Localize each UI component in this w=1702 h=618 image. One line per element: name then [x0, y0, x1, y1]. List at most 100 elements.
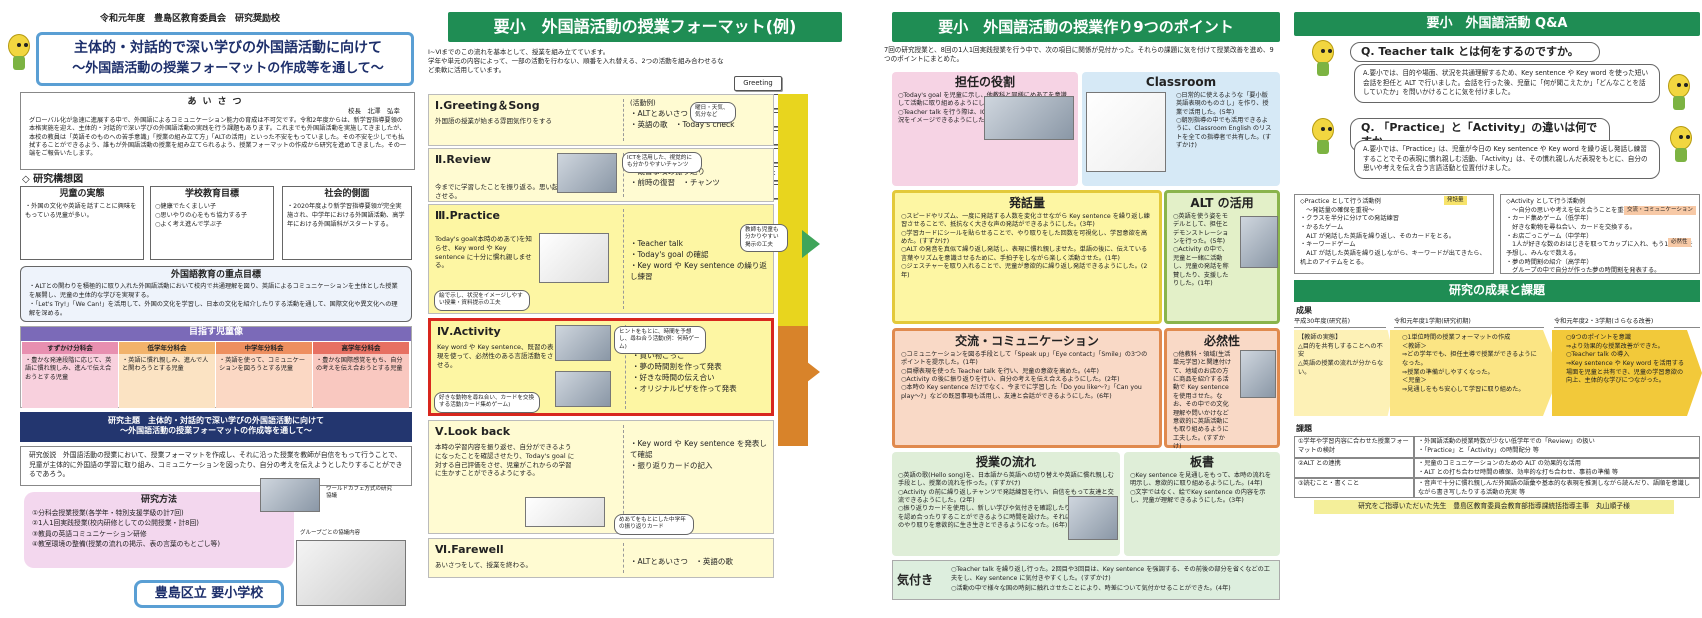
school-goal-text: ○健康でたくましい子 ○思いやりの心をもち協力する子 ○よく考え進んで学ぶ子 [155, 203, 248, 228]
results-heading: 成果 [1296, 306, 1312, 315]
school-goal-box: 学校教育目標 ○健康でたくましい子 ○思いやりの心をもち協力する子 ○よく考え進… [150, 186, 274, 260]
greeting-box: あいさつ 校長 北澤 弘幸 グローバル化が急速に進展する中で、外国語によるコミュ… [20, 92, 415, 170]
grade-text: ・英語に慣れ親しみ、進んで人と関わろうとする児童 [122, 357, 209, 373]
mascot-illustration [1668, 126, 1694, 162]
supheader: 令和元年度 豊島区教育委員会 研究奨励校 [100, 14, 281, 24]
grade-heading: 低学年分科会 [119, 342, 215, 354]
research-theme: 研究主題 主体的・対話的で深い学びの外国語活動に向けて [108, 416, 324, 425]
section-heading: 交流・コミュニケーション [955, 334, 1099, 348]
format-row-desc: 今までに学習したことを振り返る。思い起こさせる。 [435, 183, 565, 200]
arrow-icon [802, 230, 820, 258]
photo-caption: ワールドカフェ方式の研究協議 [326, 486, 393, 499]
issue-label: ③読むこと・書くこと [1294, 478, 1414, 498]
mascot-illustration [1666, 74, 1692, 110]
callout-bubble: ICTを活用した、視覚的にも分かりやすいチャンツ [622, 152, 702, 173]
format-row-desc: 本時の学習内容を振り返せ、自分ができるようになったことを確認させたり、Today… [435, 443, 575, 478]
callout-bubble: 絵で示し、状況をイメージしやすい授業・資料提示の工夫 [434, 290, 530, 311]
format-row-lookback: Ⅴ.Look back 本時の学習内容を振り返せ、自分ができるようになったことを… [428, 420, 774, 534]
issue-detail: ・外国語活動の授業時数が少ない低学年での「Review」の扱い ・「Practi… [1414, 436, 1700, 458]
section-text: ○日常的に使えるような「要小版 英語表現のものさし」を作り、授業で活用した。(5… [1176, 92, 1272, 150]
callout-bubble: 好きな動物を尋ね合い、カードを交換する活動(カード集めゲーム) [434, 392, 540, 413]
format-row-heading: Ⅳ.Activity [437, 325, 501, 338]
social-aspect-box: 社会的側面 ・2020年度より新学習指導要領が完全実施され、中学年における外国語… [282, 186, 412, 260]
insights-heading: 気付き [897, 573, 934, 587]
examples-heading: (活動例) [630, 99, 656, 107]
format-row-farewell: Ⅵ.Farewell あいさつをして、授業を終わる。 ・ALTとあいさつ ・英語… [428, 538, 774, 578]
format-intro: Ⅰ~Ⅵまでのこの流れを基本として、授業を組み立てています。 学年や単元の内容によ… [428, 48, 728, 74]
arrow-icon [802, 358, 820, 386]
photo-alt [1240, 216, 1278, 268]
main-subtitle: ～外国語活動の授業フォーマットの作成等を通して～ [72, 61, 384, 76]
format-row-examples-text: ・ALTとあいさつ ・英語の歌 ・Today's check [630, 108, 735, 129]
format-row-examples: ・買い物ごっこ ・夢の時間割を作って発表 ・好きな時間の伝え合い ・オリジナルピ… [625, 325, 775, 409]
callout-bubble: ヒントをもとに、時間を予想し、尋ね合う活動(例：何時ゲーム) [614, 326, 706, 354]
photo-discussion [260, 478, 320, 512]
section-text: ○Key sentence を見通しをもって、本時の流れを明示し、意欲的に取り組… [1130, 472, 1272, 505]
page-nine-points: 要小 外国語活動の授業作り9つのポイント 7回の研究授業と、8回の1人1回実践授… [864, 0, 1290, 618]
photo-english-ruler [1086, 92, 1166, 172]
format-row-heading: Ⅲ.Practice [435, 209, 501, 222]
photo-activity [555, 371, 611, 407]
phase-box [1294, 330, 1398, 416]
issue-label: ①学年や学習内容に合わせた授業フォーマットの検討 [1294, 436, 1414, 458]
section-text: ○他教科・領域(生活単元学習)と関連付けて、地域のお店の方に商品を紹介する活動で… [1173, 351, 1232, 450]
section-heading: 担任の役割 [954, 75, 1015, 89]
photo-caption: グループごとの協議内容 [300, 530, 361, 536]
mascot-illustration [1310, 40, 1336, 76]
children-status-box: 児童の実態 ・外国の文化や英語を話すことに興味をもっている児童が多い。 [20, 186, 144, 260]
greeting-body: グローバル化が急速に進展する中で、外国語によるコミュニケーション能力の育成は不可… [29, 117, 407, 158]
phase-text: ○1単位時間の授業フォーマットの作成 ＜教師＞ ⇒どの学年でも、担任主導で授業が… [1402, 334, 1537, 394]
social-aspect-text: ・2020年度より新学習指導要領が完全実施され、中学年における外国語活動、高学年… [287, 203, 405, 228]
section-text: ○英語を使う姿をモデルとして、担任とデモンストレーションを行った。(5年) ○A… [1173, 213, 1229, 287]
greeting-heading: あいさつ [187, 97, 248, 107]
format-title: 要小 外国語活動の授業フォーマット(例) [448, 12, 842, 42]
issues-heading: 課題 [1296, 424, 1312, 433]
tag-necessity: 必然性 [1668, 238, 1691, 247]
grade-group: 高学年分科会 ・豊かな国際感覚をもち、自分の考えを伝え合おうとする児童 [313, 342, 409, 408]
section-text: ○スピードやリズム、一度に発話する人数を変化させながら Key sentence… [901, 213, 1150, 279]
photo-store [1240, 350, 1276, 398]
callout-bubble: 教師も児童も分かりやすい掲示の工夫 [740, 224, 788, 252]
format-row-heading: Ⅰ.Greeting＆Song [435, 99, 540, 112]
section-heading: Classroom [1145, 75, 1217, 89]
social-aspect-heading: 社会的側面 [324, 189, 370, 199]
format-row-heading: Ⅴ.Look back [435, 425, 511, 438]
section-utterance: 発話量 ○スピードやリズム、一度に発話する人数を変化させながら Key sent… [892, 190, 1162, 324]
photo-activity [555, 325, 611, 361]
grade-group: すずかけ分科会 ・豊かな発達段階に応じて、英語に慣れ親しみ、進んで伝え合おうとす… [22, 342, 118, 408]
target-children-heading: 目指す児童像 [21, 327, 411, 341]
section-heading: 発話量 [1008, 196, 1045, 210]
activity-examples: ◇Activity として行う活動例 ～自分の思いや考えを伝え合うことを重視～ … [1500, 194, 1700, 274]
insights-text: ○Teacher talk を繰り返し行った。2回目や3回目は、Key sent… [951, 566, 1270, 592]
method-item: ④教室環境の整備(授業の流れの掲示、表の言葉のもとごし等) [32, 539, 220, 548]
phase-text: ○9つのポイントを意識 ⇒より効果的な授業改善ができた。 ○Teacher ta… [1566, 334, 1685, 385]
method-item: ①分科会授業授業(各学年・特別支援学級の計7回) [32, 509, 184, 518]
lesson-card: Greeting [734, 76, 782, 91]
section-text: ○英語の歌(Hello song)を、日本語から英語への切り替えや英語に慣れ親し… [898, 472, 1114, 530]
photo-reflection-card [525, 497, 605, 527]
structure-heading: ◇ 研究構想図 [22, 174, 84, 185]
grade-group: 中学年分科会 ・英語を使って、コミュニケーションを図ろうとする児童 [216, 342, 312, 408]
photo-lesson [1068, 496, 1118, 540]
section-necessity: 必然性 ○他教科・領域(生活単元学習)と関連付けて、地域のお店の方に商品を紹介す… [1164, 328, 1280, 450]
school-name: 豊島区立 要小学校 [134, 580, 284, 608]
children-status-text: ・外国の文化や英語を話すことに興味をもっている児童が多い。 [25, 203, 137, 219]
research-method-box: 研究方法 ①分科会授業授業(各学年・特別支援学級の計7回) ②1人1回実践授業(… [24, 492, 294, 568]
grade-heading: すずかけ分科会 [22, 342, 118, 354]
phase-label: 令和元年度1学期(研究初期) [1394, 318, 1544, 328]
section-heading: 板書 [1189, 455, 1214, 469]
format-row-heading: Ⅵ.Farewell [435, 543, 504, 556]
section-heading: 授業の流れ [975, 455, 1036, 469]
callout-bubble: めあてをもとにした中学年の振り返りカード [614, 514, 694, 535]
photo-notes [296, 540, 406, 606]
school-goal-heading: 学校教育目標 [184, 189, 239, 199]
answer-1: A.要小では、目的や場面、状況を共通理解するため、Key sentence や … [1354, 64, 1660, 103]
issue-detail: ・児童のコミュニケーションのための ALT の効果的な活用 ・ALT との打ち合… [1414, 458, 1700, 478]
grade-text: ・豊かな発達段階に応じて、英語に慣れ親しみ、進んで伝え合おうとする児童 [25, 357, 112, 381]
research-theme-sub: ～外国語活動の授業フォーマットの作成等を通して～ [120, 426, 312, 435]
section-board: 板書 ○Key sentence を見通しをもって、本時の流れを明示し、意欲的に… [1124, 452, 1280, 556]
focus-goals-box: 外国語教育の重点目標 ・ALTとの関わりを積極的に取り入れた外国語活動において校… [20, 266, 412, 322]
question-1: Q. Teacher talk とは何をするのですか。 [1350, 42, 1600, 62]
photo-classroom [984, 96, 1074, 140]
focus-goals-text: ・ALTとの関わりを積極的に取り入れた外国語活動において校内で共通理解を図り、英… [29, 283, 398, 318]
